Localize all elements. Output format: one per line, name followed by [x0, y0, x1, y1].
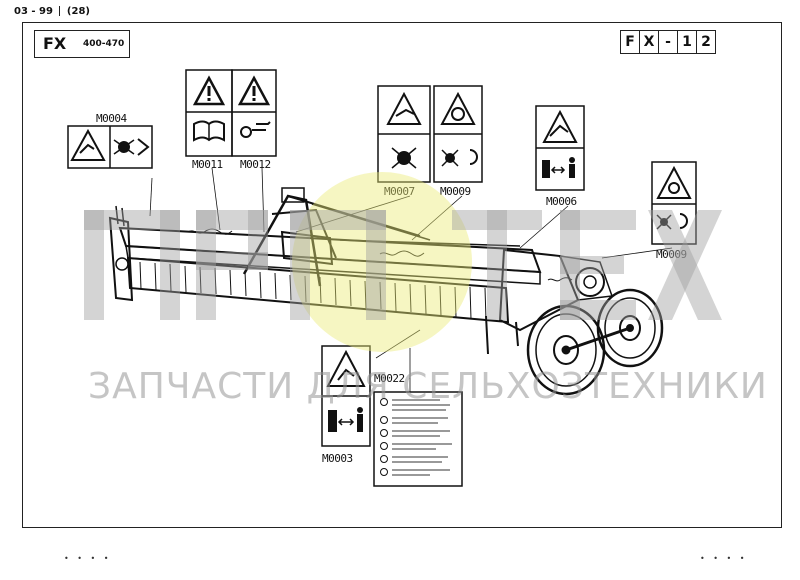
label-m0012: M0012	[240, 158, 271, 171]
label-m0006: M0006	[546, 195, 577, 208]
mower-machine	[108, 187, 614, 355]
drawing-frame	[22, 22, 782, 528]
code-char: 2	[696, 31, 715, 53]
axle	[565, 326, 631, 352]
model-name: FX	[43, 34, 67, 53]
code-char: X	[639, 31, 658, 53]
label-m0022: M0022	[374, 372, 405, 385]
label-m0007: M0007	[384, 185, 415, 198]
code-char: 1	[677, 31, 696, 53]
decal-m0006	[535, 105, 585, 191]
footer-marks-right: • • • •	[700, 554, 748, 563]
decal-m0009-right	[651, 161, 697, 245]
brand-mark	[187, 228, 573, 282]
label-m0011: M0011	[192, 158, 223, 171]
code-char: F	[625, 34, 635, 50]
decal-m0007-m0009	[377, 85, 483, 183]
page-header: 03 - 99 (28)	[14, 6, 90, 17]
issue-date: 03 - 99	[14, 6, 53, 17]
decal-m0003	[321, 345, 371, 447]
model-box: FX 400-470	[34, 30, 130, 58]
label-m0003: M0003	[322, 452, 353, 465]
label-m0004: M0004	[96, 112, 127, 125]
code-char: -	[658, 31, 677, 53]
watermark-caption: ЗАПЧАСТИ ДЛЯ СЕЛЬХОЗТЕХНИКИ	[88, 366, 768, 407]
label-m0009-center: M0009	[440, 185, 471, 198]
model-range: 400-470	[83, 39, 125, 49]
decal-m0004	[67, 125, 153, 169]
leader-lines	[149, 167, 673, 392]
drawing-code: F X - 1 2	[620, 30, 716, 54]
decal-m0011-m0012	[185, 69, 277, 157]
instruction-plate-m0022	[373, 391, 463, 487]
label-m0009-right: M0009	[656, 248, 687, 261]
page-number: (28)	[66, 6, 90, 17]
footer-marks-left: • • • •	[64, 554, 112, 563]
